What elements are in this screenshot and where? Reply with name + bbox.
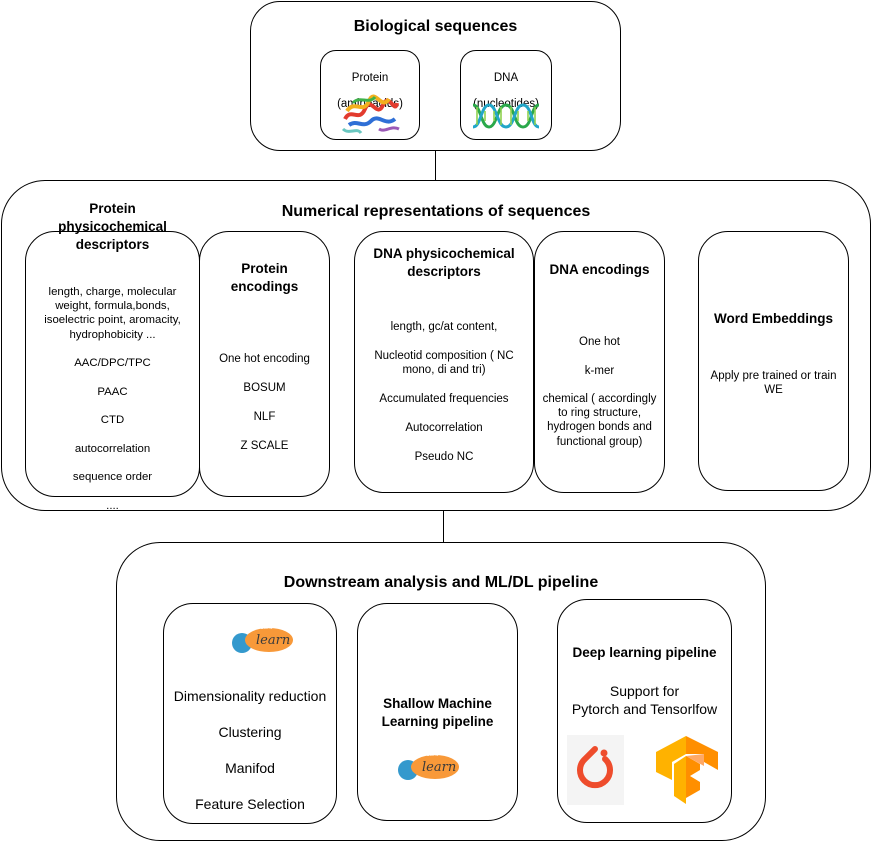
numerical-representations-title: Numerical representations of sequences xyxy=(281,203,591,220)
protein-descriptors-item: CTD xyxy=(100,414,125,427)
protein-descriptors-item: AAC/DPC/TPC xyxy=(74,357,151,370)
dna-label: DNA xyxy=(493,72,519,84)
word-embeddings-title: Word Embeddings xyxy=(713,311,833,326)
dna-encodings-title: DNA encodings xyxy=(549,261,650,277)
dna-descriptors-item: length, gc/at content, xyxy=(390,320,498,333)
connector-line-top xyxy=(435,150,436,181)
protein-descriptors-item: length, charge, molecular weight, formul… xyxy=(44,285,181,341)
dna-box: DNA (nucleotides) xyxy=(460,50,552,140)
connector-line-bottom xyxy=(443,510,444,543)
protein-descriptors-item: sequence order xyxy=(72,471,153,484)
protein-descriptors-box: Protein physicochemical descriptors leng… xyxy=(25,201,200,512)
numerical-representations-box: Numerical representations of sequences P… xyxy=(1,180,871,512)
dna-descriptors-item: Pseudo NC xyxy=(414,451,474,463)
downstream-box: Downstream analysis and ML/DL pipeline s… xyxy=(116,542,766,841)
pytorch-logo-icon xyxy=(567,735,624,805)
sklearn-logo-icon: scikit learn xyxy=(231,624,297,656)
unsupervised-item: Dimensionality reduction xyxy=(173,688,327,704)
sklearn-logo-icon: scikit learn xyxy=(397,751,463,783)
protein-label: Protein xyxy=(351,72,389,84)
protein-descriptors-item: .... xyxy=(106,500,119,513)
deep-learning-item: Support for xyxy=(609,683,680,699)
deep-learning-title: Deep learning pipeline xyxy=(572,645,717,660)
shallow-ml-title: Shallow Machine Learning pipeline xyxy=(381,696,494,729)
dna-descriptors-title: DNA physicochemical descriptors xyxy=(373,246,515,279)
unsupervised-item: Feature Selection xyxy=(195,796,305,812)
downstream-title: Downstream analysis and ML/DL pipeline xyxy=(283,574,599,591)
word-embeddings-item: Apply pre trained or train WE xyxy=(710,369,837,397)
biological-sequences-box: Biological sequences Protein (aminoacids… xyxy=(250,1,621,151)
protein-descriptors-item: PAAC xyxy=(97,385,128,398)
unsupervised-item: Manifod xyxy=(225,760,275,776)
unsupervised-item: Clustering xyxy=(218,724,282,740)
protein-encodings-item: BOSUM xyxy=(243,382,286,395)
protein-encodings-box: Protein encodings One hot encoding BOSUM… xyxy=(199,231,330,497)
protein-descriptors-title: Protein physicochemical descriptors xyxy=(58,201,167,253)
dna-encodings-item: One hot xyxy=(579,336,620,349)
shallow-ml-box: Shallow Machine Learning pipeline scikit… xyxy=(357,603,518,821)
biological-sequences-title: Biological sequences xyxy=(353,18,518,35)
sklearn-small-text: scikit xyxy=(261,625,273,631)
protein-descriptors-item: autocorrelation xyxy=(74,442,151,455)
dna-descriptors-item: Nucleotid composition ( NC mono, di and … xyxy=(374,349,514,377)
dna-helix-icon xyxy=(473,103,539,129)
protein-encodings-title: Protein encodings xyxy=(230,260,299,294)
dna-encodings-box: DNA encodings One hot k-mer chemical ( a… xyxy=(534,231,665,493)
dna-encodings-item: chemical ( accordingly to ring structure… xyxy=(542,393,657,448)
dna-descriptors-item: Accumulated frequencies xyxy=(379,393,509,405)
tensorflow-logo-icon xyxy=(652,734,722,808)
dna-descriptors-item: Autocorrelation xyxy=(405,422,483,434)
sklearn-logo-text: learn xyxy=(256,633,291,648)
sklearn-logo-text: learn xyxy=(422,760,457,775)
sklearn-small-text: scikit xyxy=(427,752,439,758)
dna-encodings-item: k-mer xyxy=(584,364,615,377)
dna-descriptors-box: DNA physicochemical descriptors length, … xyxy=(354,231,534,493)
protein-box: Protein (aminoacids) xyxy=(320,50,420,140)
protein-structure-icon xyxy=(341,94,400,135)
protein-encodings-item: Z SCALE xyxy=(240,440,289,453)
unsupervised-analysis-box: scikit learn Dimensionality reduction Cl… xyxy=(163,603,337,824)
word-embeddings-box: Word Embeddings Apply pre trained or tra… xyxy=(698,231,849,491)
protein-encodings-item: NLF xyxy=(253,411,276,424)
deep-learning-box: Deep learning pipeline Support for Pytor… xyxy=(557,599,732,823)
deep-learning-item: Pytorch and Tensorlfow xyxy=(571,701,718,717)
protein-encodings-item: One hot encoding xyxy=(219,353,310,366)
